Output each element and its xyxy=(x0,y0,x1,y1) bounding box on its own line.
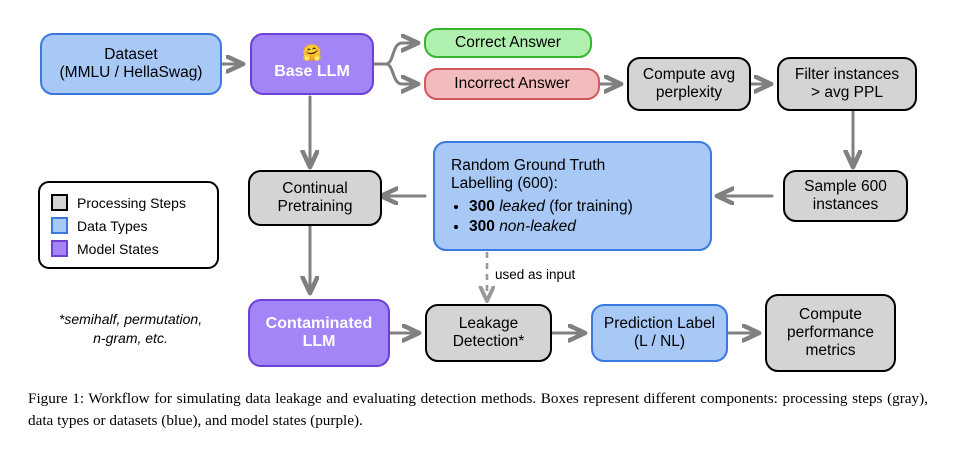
bullet-1-rest: (for training) xyxy=(549,197,633,215)
legend-item-processing-steps: Processing Steps xyxy=(51,191,217,214)
node-filter-instances-line2: > avg PPL xyxy=(811,84,883,101)
node-filter-instances[interactable]: Filter instances > avg PPL xyxy=(777,57,917,111)
footnote-line1: *semihalf, permutation, xyxy=(58,311,203,327)
node-compute-metrics-line2: performance xyxy=(786,324,874,342)
legend: Processing Steps Data Types Model States xyxy=(38,181,219,269)
bullet-1-term: leaked xyxy=(499,197,545,215)
legend-label-model-states: Model States xyxy=(77,240,159,257)
node-correct-answer[interactable]: Correct Answer xyxy=(424,28,592,58)
node-random-labelling-bullet-2: 300 non-leaked xyxy=(469,218,633,236)
node-random-labelling-line2: Labelling (600): xyxy=(451,174,558,192)
figure-caption: Figure 1: Workflow for simulating data l… xyxy=(28,390,928,429)
legend-swatch-purple xyxy=(51,240,68,257)
legend-label-processing-steps: Processing Steps xyxy=(77,194,186,211)
node-leakage-detection-line2: Detection* xyxy=(452,333,525,350)
node-sample-instances-line1: Sample 600 xyxy=(804,178,887,196)
node-random-labelling[interactable]: Random Ground Truth Labelling (600): 300… xyxy=(433,141,712,251)
hugging-face-icon: 🤗 xyxy=(302,45,322,63)
arrow-base-llm-to-correct xyxy=(372,43,417,66)
node-contaminated-llm-line2: LLM xyxy=(302,333,336,350)
node-sample-instances-line2: instances xyxy=(812,196,879,213)
node-continual-pretraining[interactable]: Continual Pretraining xyxy=(248,170,382,226)
bullet-2-term: non-leaked xyxy=(499,218,576,236)
node-compute-perplexity-line2: perplexity xyxy=(655,84,723,101)
node-compute-perplexity[interactable]: Compute avg perplexity xyxy=(627,57,751,111)
legend-label-data-types: Data Types xyxy=(77,217,148,234)
node-dataset[interactable]: Dataset (MMLU / HellaSwag) xyxy=(40,33,222,95)
node-continual-pretraining-line1: Continual xyxy=(282,180,348,198)
node-filter-instances-line1: Filter instances xyxy=(794,66,900,84)
footnote: *semihalf, permutation, n-gram, etc. xyxy=(28,310,233,348)
node-contaminated-llm[interactable]: Contaminated LLM xyxy=(248,299,390,367)
node-random-labelling-bullet-1: 300 leaked (for training) xyxy=(469,198,633,216)
node-random-labelling-bullets: 300 leaked (for training) 300 non-leaked xyxy=(451,195,633,237)
node-compute-perplexity-line1: Compute avg xyxy=(642,66,736,84)
node-contaminated-llm-line1: Contaminated xyxy=(265,314,373,332)
node-dataset-line2: (MMLU / HellaSwag) xyxy=(59,64,203,81)
node-dataset-line1: Dataset xyxy=(104,46,158,64)
node-prediction-label-line2: (L / NL) xyxy=(633,333,686,350)
node-leakage-detection-line1: Leakage xyxy=(458,315,519,333)
bullet-1-count: 300 xyxy=(469,197,495,215)
node-continual-pretraining-line2: Pretraining xyxy=(277,198,353,215)
legend-item-data-types: Data Types xyxy=(51,214,217,237)
bullet-2-count: 300 xyxy=(469,218,495,236)
node-prediction-label[interactable]: Prediction Label (L / NL) xyxy=(591,304,728,362)
node-leakage-detection[interactable]: Leakage Detection* xyxy=(425,304,552,362)
flowchart-connectors xyxy=(220,0,956,380)
legend-swatch-blue xyxy=(51,217,68,234)
legend-swatch-gray xyxy=(51,194,68,211)
legend-item-model-states: Model States xyxy=(51,237,217,260)
node-correct-answer-label: Correct Answer xyxy=(455,34,561,52)
node-incorrect-answer[interactable]: Incorrect Answer xyxy=(424,68,600,100)
node-incorrect-answer-label: Incorrect Answer xyxy=(454,75,570,93)
node-base-llm[interactable]: 🤗 Base LLM xyxy=(250,33,374,95)
node-compute-metrics[interactable]: Compute performance metrics xyxy=(765,294,896,372)
used-as-input-label: used as input xyxy=(495,267,576,282)
node-random-labelling-line1: Random Ground Truth xyxy=(451,157,606,174)
node-compute-metrics-line3: metrics xyxy=(805,341,856,359)
footnote-line2: n-gram, etc. xyxy=(93,329,168,346)
arrow-base-llm-to-incorrect xyxy=(372,62,417,84)
node-sample-instances[interactable]: Sample 600 instances xyxy=(783,170,908,222)
node-prediction-label-line1: Prediction Label xyxy=(603,315,716,333)
node-base-llm-label: Base LLM xyxy=(274,63,350,81)
node-compute-metrics-line1: Compute xyxy=(799,306,862,324)
